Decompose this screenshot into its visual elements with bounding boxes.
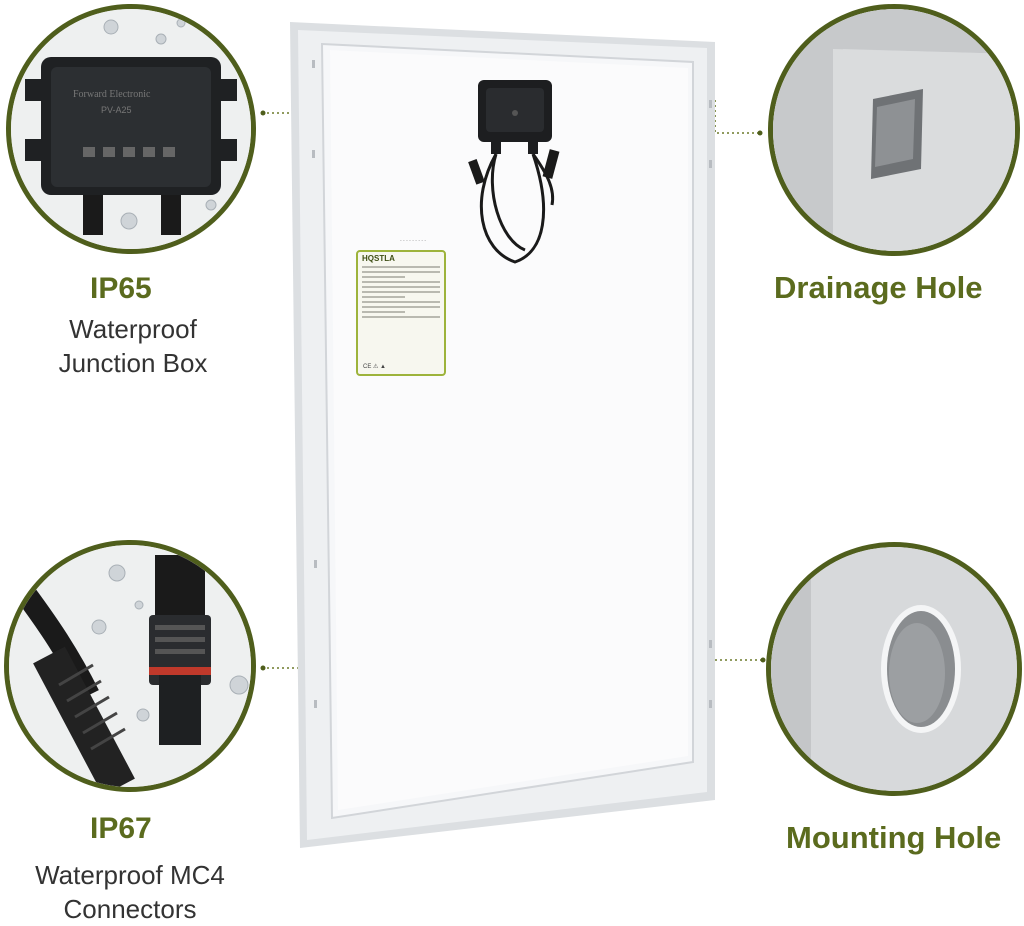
junction-box-closeup: Forward Electronic PV-A25 <box>6 4 256 254</box>
mounting-hole-closeup <box>766 542 1022 796</box>
ip65-title: IP65 <box>90 272 152 305</box>
svg-text:PV-A25: PV-A25 <box>101 105 132 115</box>
connectors-line1: Waterproof MC4 <box>35 860 225 890</box>
mounting-hole-label: Mounting Hole <box>786 820 1002 855</box>
panel-frame <box>290 22 715 848</box>
drainage-hole-label: Drainage Hole <box>774 270 983 305</box>
svg-text:Forward Electronic: Forward Electronic <box>73 89 151 100</box>
junction-box-line1: Waterproof <box>69 314 197 344</box>
junction-box-line2: Junction Box <box>58 348 208 378</box>
junction-box-description: Waterproof Junction Box <box>8 312 258 380</box>
ip67-title: IP67 <box>90 812 152 845</box>
product-label-sticker: HQSTLA CE ⚠ ▲ <box>356 250 446 376</box>
junction-box <box>478 80 552 154</box>
mc4-connectors-closeup <box>4 540 256 792</box>
drainage-hole-closeup <box>768 4 1020 256</box>
sticker-brand: HQSTLA <box>362 254 395 263</box>
cables <box>479 153 555 264</box>
connectors-description: Waterproof MC4 Connectors <box>4 858 256 926</box>
certification-icons: CE ⚠ ▲ <box>363 364 386 370</box>
svg-text:- - - - - - - - -: - - - - - - - - - <box>400 238 426 244</box>
connectors-line2: Connectors <box>63 894 197 924</box>
